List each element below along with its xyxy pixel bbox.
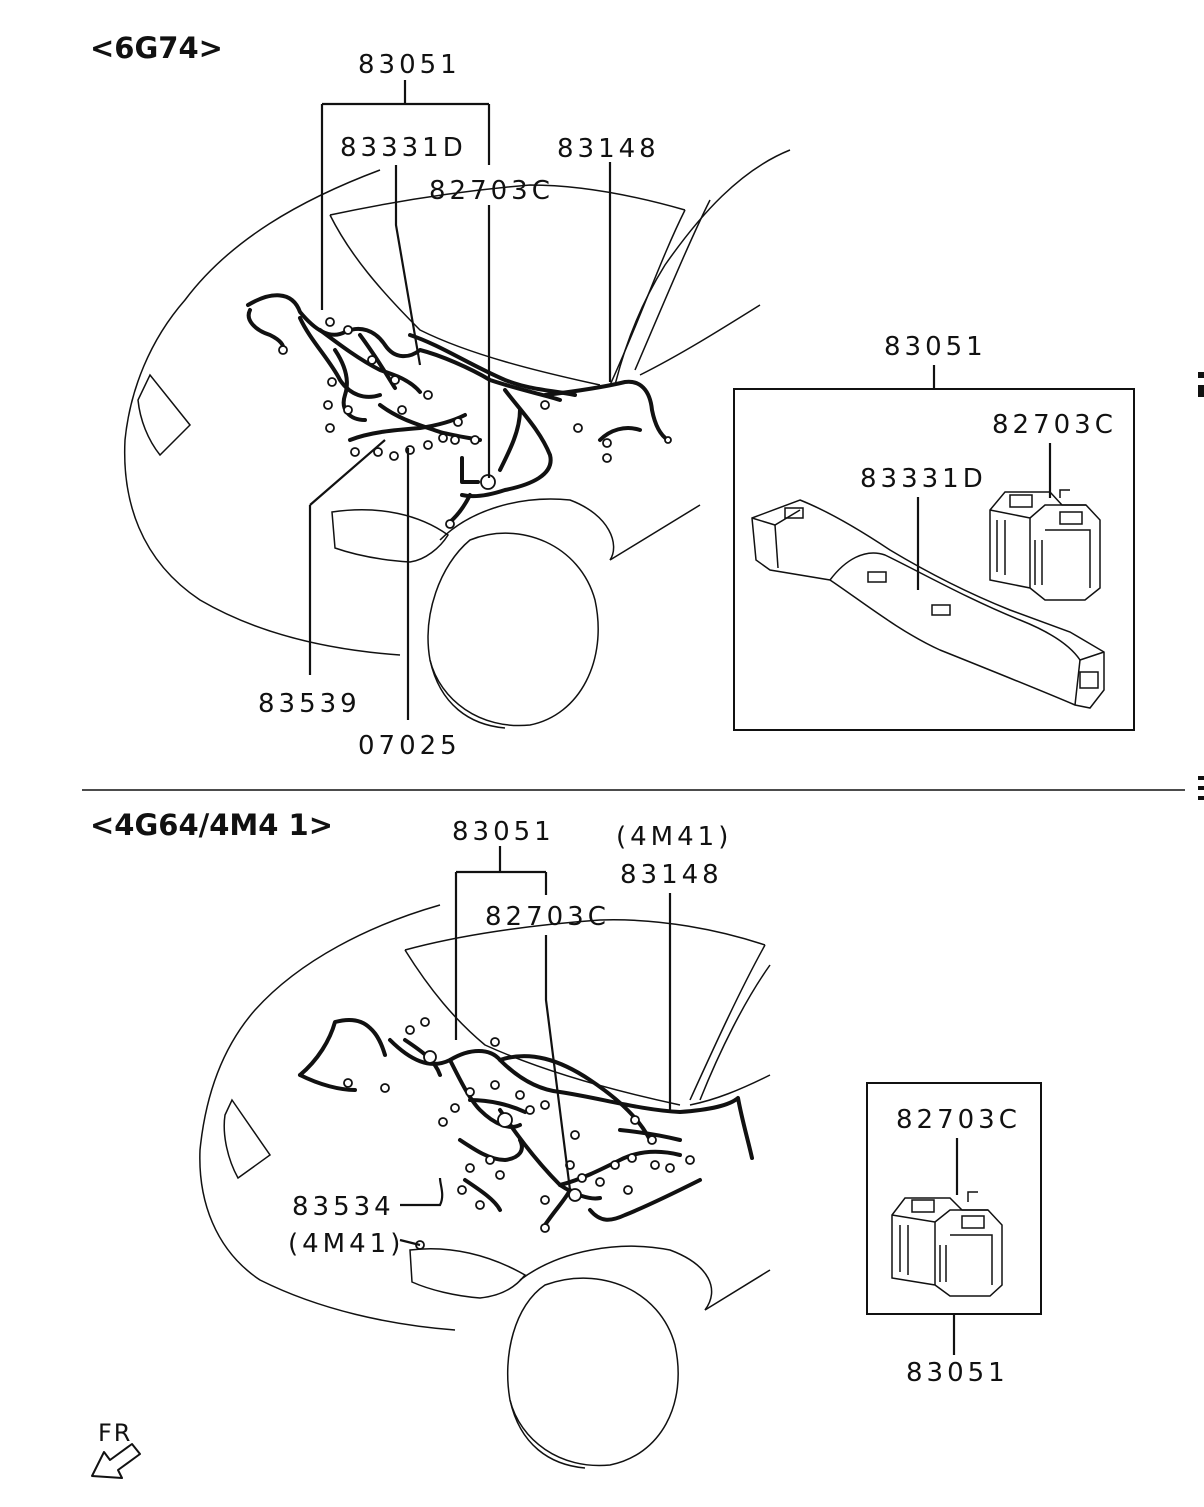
label-bottom-relay: 82703C: [485, 902, 610, 932]
connector-dots-bottom: [343, 1017, 695, 1250]
label-bottom-side-variant: (4M41): [288, 1229, 404, 1259]
inset-top-frame: [733, 388, 1135, 731]
label-top-relay: 82703C: [429, 176, 554, 206]
inset-bottom: 82703C 83051: [866, 1082, 1042, 1388]
label-bottom-hood-variant: (4M41): [616, 822, 732, 852]
label-top-tube: 83331D: [340, 133, 467, 163]
leader-lines-top: [308, 80, 612, 720]
engine-heading-4g64-4m41: <4G64/4M4 1>: [90, 808, 333, 842]
inset-bottom-83051-label: 83051: [906, 1358, 1009, 1388]
protector-tube-drawing: [751, 499, 1105, 709]
vehicle-outline-top: [123, 149, 791, 729]
inset-top: 83051 82703C 83331D: [733, 332, 1135, 731]
label-bottom-main-harness: 83051: [452, 817, 555, 847]
engine-heading-6g74: <6G74>: [90, 31, 223, 65]
label-bottom-side-harness: 83534: [292, 1192, 395, 1222]
inset-bottom-relay-label: 82703C: [896, 1105, 1021, 1135]
wiring-harness-bottom: [298, 1018, 754, 1227]
relay-block-drawing-bottom: [891, 1191, 1003, 1297]
top-section: <6G74>: [90, 31, 1135, 761]
bottom-section: <4G64/4M4 1>: [90, 808, 1042, 1469]
label-top-83539: 83539: [258, 689, 361, 719]
edge-marks: [1198, 372, 1204, 800]
label-top-07025: 07025: [358, 731, 461, 761]
vehicle-outline-bottom: [199, 904, 771, 1469]
inset-top-relay-label: 82703C: [992, 410, 1117, 440]
inset-top-tube-label: 83331D: [860, 464, 987, 494]
direction-label: FR: [98, 1419, 132, 1447]
relay-block-drawing: [989, 489, 1101, 601]
leader-lines-bottom: [399, 846, 672, 1247]
label-bottom-hood-harness: 83148: [620, 860, 723, 890]
label-top-main-harness: 83051: [358, 50, 461, 80]
front-arrow-icon: [91, 1443, 141, 1479]
wiring-harness-top: [246, 293, 670, 524]
direction-indicator: FR: [91, 1419, 141, 1479]
connector-dots-top: [278, 317, 672, 529]
inset-top-title: 83051: [884, 332, 987, 362]
label-top-hood-harness: 83148: [557, 134, 660, 164]
